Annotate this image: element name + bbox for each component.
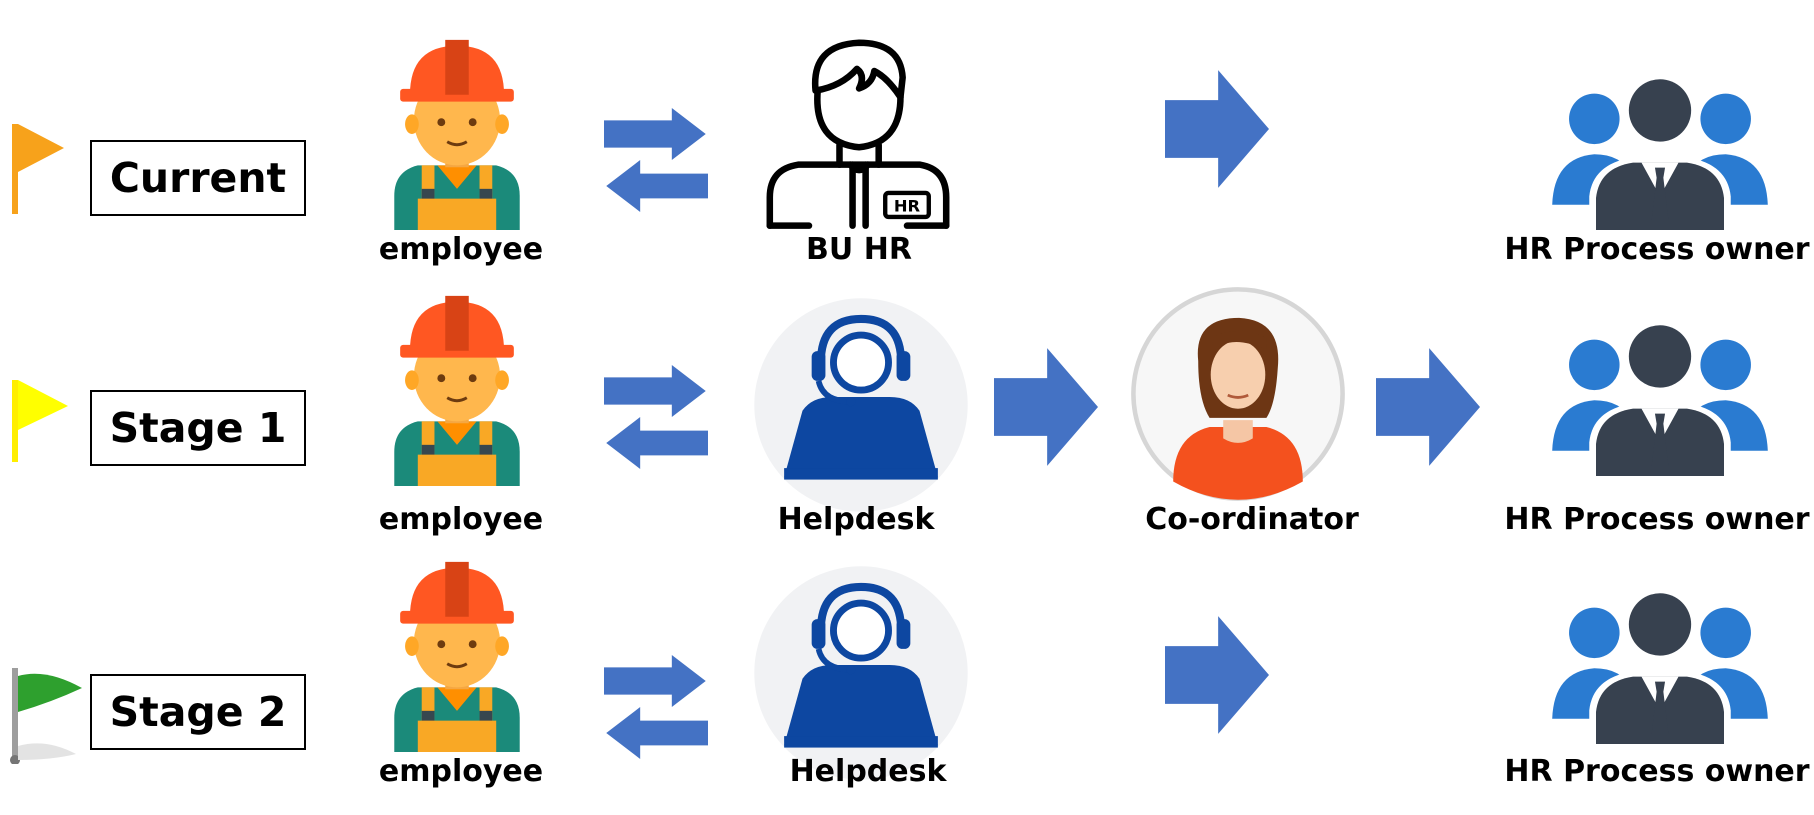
yellow-flag-icon <box>12 380 68 462</box>
right-arrow-icon <box>1165 616 1269 734</box>
hr-process-owner-group-icon <box>1517 316 1803 476</box>
bu-hr-person-icon <box>764 34 952 230</box>
helpdesk-headset-icon <box>752 296 970 514</box>
hr-process-owner-label: HR Process owner <box>1504 232 1810 267</box>
helpdesk-headset-icon <box>752 564 970 782</box>
right-arrow-icon <box>994 348 1098 466</box>
two-way-arrows-icon <box>604 108 708 212</box>
right-arrow-icon <box>1376 348 1480 466</box>
orange-flag-icon <box>12 124 64 214</box>
stage-label-stage-2: Stage 2 <box>90 674 306 750</box>
stage-label-stage-1: Stage 1 <box>90 390 306 466</box>
coordinator-avatar-icon <box>1130 286 1346 502</box>
two-way-arrows-icon <box>604 365 708 469</box>
employee-icon <box>387 556 527 752</box>
stage-label-current: Current <box>90 140 306 216</box>
bu-hr-label: BU HR <box>806 232 912 267</box>
right-arrow-icon <box>1165 70 1269 188</box>
hr-process-owner-group-icon <box>1517 584 1803 744</box>
employee-label: employee <box>378 232 544 267</box>
employee-icon <box>387 290 527 486</box>
employee-icon <box>387 34 527 230</box>
helpdesk-label: Helpdesk <box>777 502 935 537</box>
employee-label: employee <box>378 502 544 537</box>
hr-process-owner-label: HR Process owner <box>1504 502 1810 537</box>
helpdesk-label: Helpdesk <box>789 754 947 789</box>
two-way-arrows-icon <box>604 655 708 759</box>
green-flag-icon <box>10 668 82 764</box>
employee-label: employee <box>378 754 544 789</box>
coordinator-label: Co-ordinator <box>1145 502 1359 537</box>
hr-process-owner-label: HR Process owner <box>1504 754 1810 789</box>
hr-process-owner-group-icon <box>1517 70 1803 230</box>
